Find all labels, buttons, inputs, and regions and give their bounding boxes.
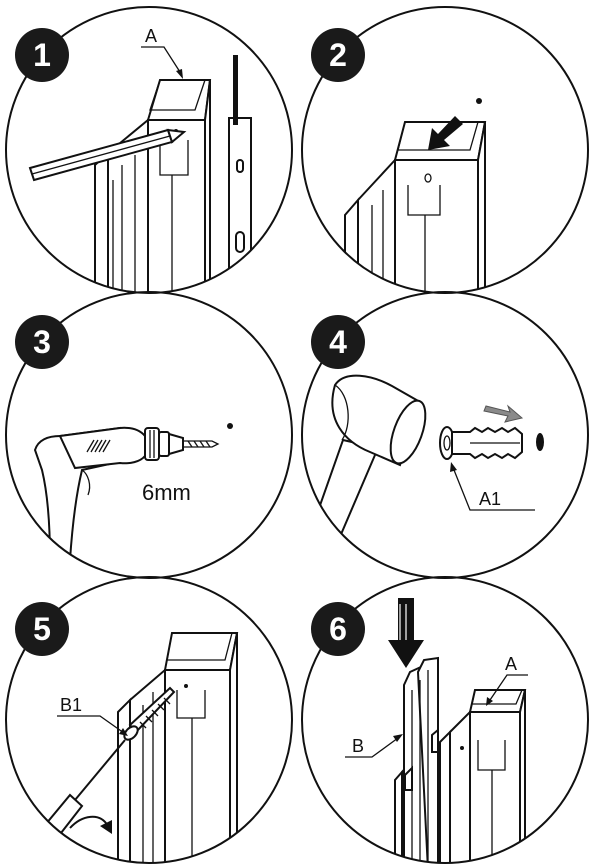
callout-b1-label: B1 (60, 695, 82, 715)
step-2-number: 2 (329, 37, 347, 73)
step-5-panel: B1 5 (5, 576, 293, 864)
step-5-illustration (24, 632, 239, 863)
callout-a-label: A (145, 26, 157, 46)
step-2-badge (311, 28, 365, 82)
callout-a-arrowhead (486, 697, 493, 706)
drill-target-point (227, 423, 233, 429)
step-1-panel: A 1 (5, 6, 293, 294)
wall-profile (117, 632, 239, 863)
wall-profile-a (94, 79, 212, 293)
callout-a1-arrowhead (450, 462, 457, 472)
step-5-frame (5, 576, 293, 864)
step-2-panel: 2 (301, 6, 589, 294)
step-4-badge (311, 315, 365, 369)
spirit-level-icon (228, 55, 252, 293)
step-1-badge (15, 28, 69, 82)
callout-b1-arrowhead (119, 728, 128, 736)
step-6-frame (301, 576, 589, 864)
direction-arrow (428, 116, 463, 150)
step-4-number: 4 (329, 324, 347, 360)
insert-direction-arrow (483, 404, 524, 423)
step-6-illustration (388, 598, 527, 863)
step-6-badge (311, 602, 365, 656)
callout-a-arrowhead (176, 69, 183, 79)
callout-b-arrowhead (393, 734, 403, 742)
step-3-number: 3 (33, 324, 51, 360)
wall-profile (344, 121, 487, 293)
marked-hole (476, 98, 482, 104)
sliding-profile-b (394, 656, 439, 863)
step-3-illustration (33, 423, 233, 561)
wall-plug-a1 (439, 426, 523, 460)
step-3-panel: 6mm 3 (5, 291, 293, 579)
callout-a1-leader (453, 469, 535, 511)
step-5-number: 5 (33, 611, 51, 647)
mallet-icon (303, 374, 427, 562)
callout-b-label: B (352, 736, 364, 756)
callout-a-label: A (505, 654, 517, 674)
step-3-badge (15, 315, 69, 369)
callout-a1-label: A1 (479, 489, 501, 509)
step-6-panel: A B 6 (301, 576, 589, 864)
callout-a-leader (141, 46, 181, 73)
screw-icon (123, 686, 176, 741)
step-4-panel: A1 4 (301, 291, 589, 579)
drill-icon (33, 426, 220, 561)
step-1-number: 1 (33, 37, 51, 73)
callout-b-leader (345, 737, 399, 758)
drill-size-label: 6mm (142, 480, 191, 505)
callout-a-leader (489, 674, 528, 701)
step-6-number: 6 (329, 611, 347, 647)
callout-b1-leader (57, 715, 125, 734)
pencil-icon (28, 128, 187, 182)
step-1-illustration (28, 55, 252, 293)
step-5-badge (15, 602, 69, 656)
wall-hole (536, 433, 544, 451)
wall-profile-a (439, 689, 527, 863)
